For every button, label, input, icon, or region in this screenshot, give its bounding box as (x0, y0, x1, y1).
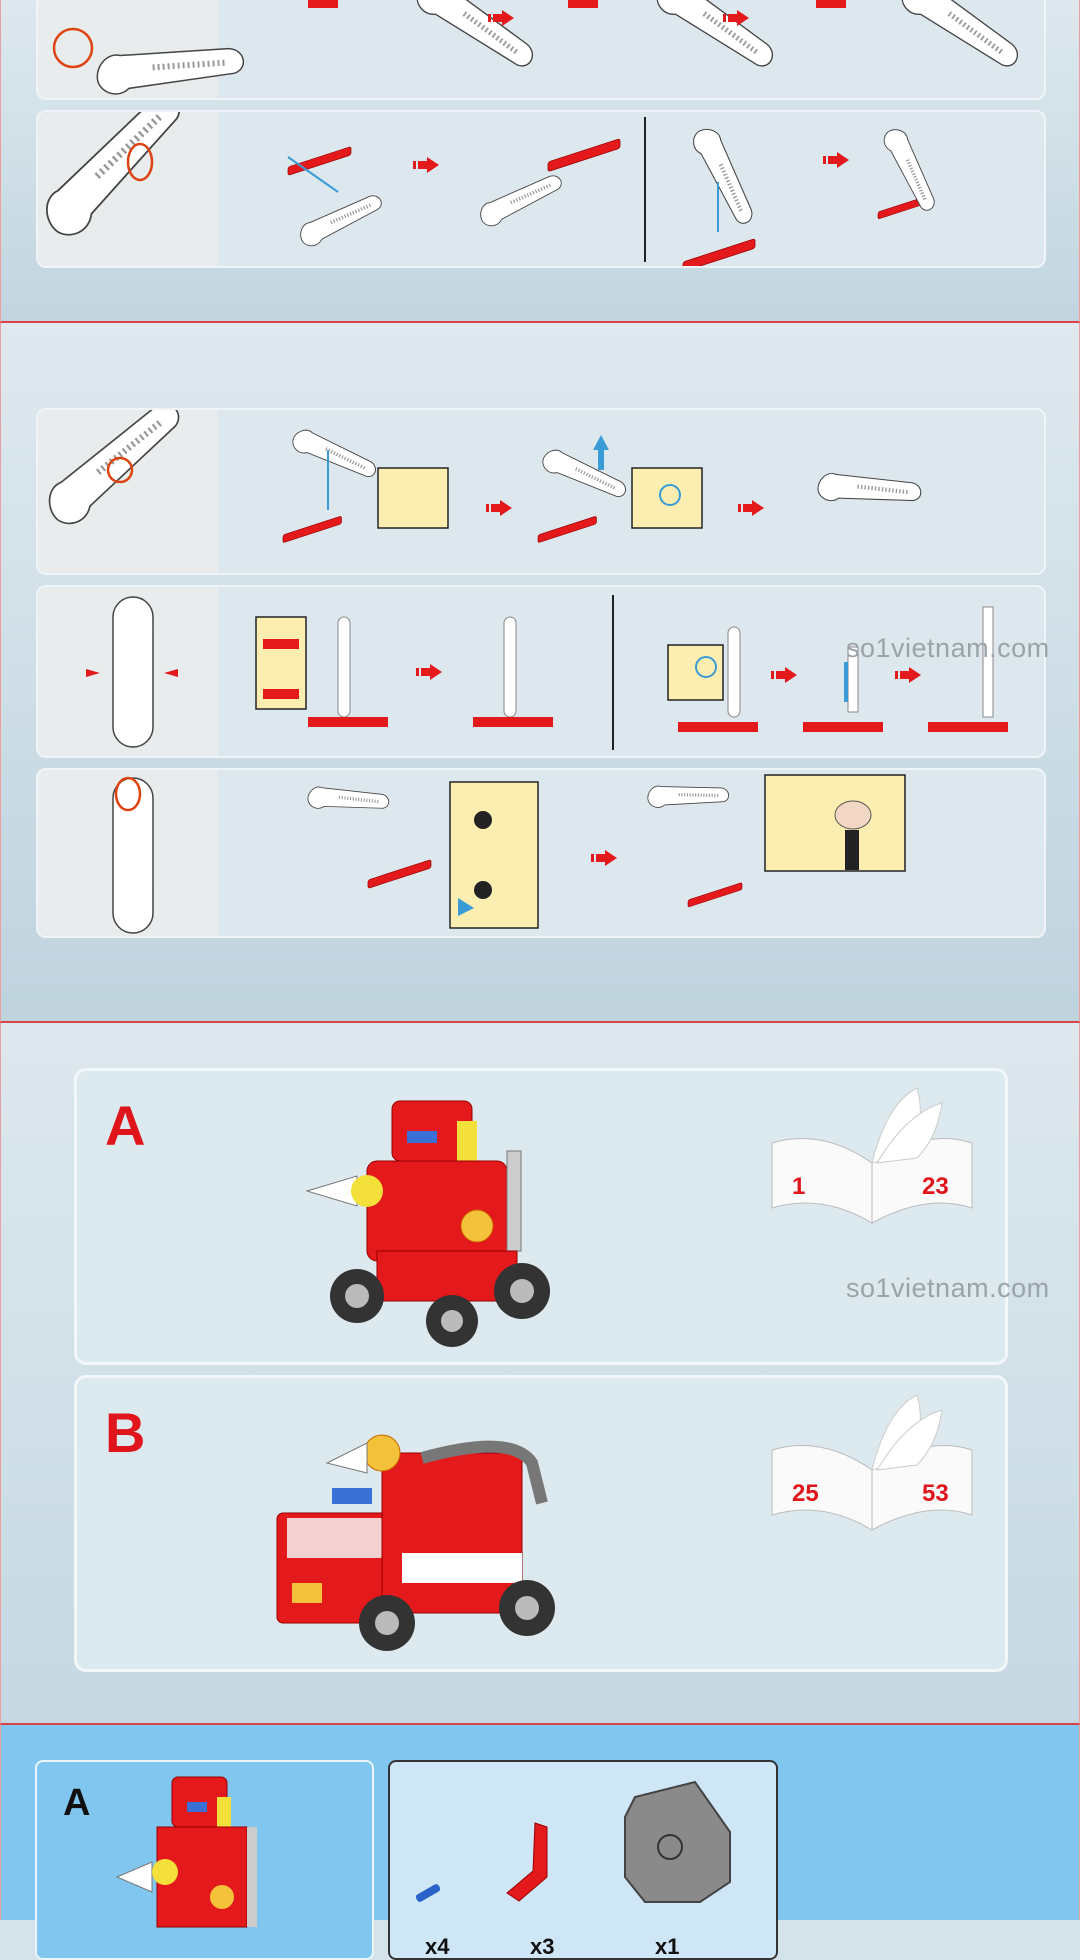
arrow-icon (486, 500, 512, 516)
model-letter: B (105, 1401, 146, 1464)
arrow-icon (738, 500, 764, 516)
parts-list-panel: x4 x3 x1 (388, 1760, 778, 1960)
manual-book-icon: 1 23 (767, 1083, 977, 1233)
model-letter: A (105, 1094, 146, 1157)
step-thumbnail (38, 770, 218, 936)
watermark: so1vietnam.com (846, 633, 1050, 663)
arrow-icon (895, 667, 921, 683)
book-start-page: 1 (792, 1173, 806, 1200)
instruction-section-1 (0, 0, 1080, 323)
step-illustration (302, 770, 906, 929)
watermark: so1vietnam.com (846, 1273, 1050, 1303)
step-panel (36, 0, 1046, 100)
model-letter: A (63, 1782, 91, 1824)
book-end-page: 23 (922, 1173, 949, 1200)
model-card-a[interactable]: A 1 23 (74, 1068, 1008, 1365)
models-section: A 1 23 so1vietnam.com B (0, 1023, 1080, 1725)
step-panel (36, 110, 1046, 268)
instruction-section-2: so1vietnam.com (0, 323, 1080, 1023)
step-illustration (255, 606, 1008, 732)
step-illustration (282, 410, 1046, 575)
red-l-beam-icon (506, 1822, 548, 1902)
step-thumbnail (38, 112, 218, 266)
step-illustration (308, 0, 1046, 100)
arrow-icon (416, 664, 442, 680)
model-a-preview: A (35, 1760, 374, 1960)
tool-icon (38, 410, 218, 575)
arrow-icon (771, 667, 797, 683)
fire-truck-model-image (276, 1434, 555, 1651)
grey-motor-icon (624, 1780, 731, 1903)
model-card-b[interactable]: B 25 53 (74, 1375, 1008, 1672)
divider (644, 117, 646, 262)
tool-icon (38, 112, 218, 268)
robot-model-image (115, 1776, 257, 1928)
book-start-page: 25 (792, 1480, 819, 1507)
part-quantity: x4 (425, 1934, 450, 1959)
step-panel (36, 408, 1046, 575)
part-quantity: x1 (655, 1934, 680, 1959)
part-quantity: x3 (530, 1934, 555, 1959)
arrow-icon (413, 157, 439, 173)
manual-book-icon: 25 53 (767, 1390, 977, 1540)
step-panel (36, 585, 1046, 758)
step-illustration (287, 112, 948, 266)
tool-icon (86, 596, 178, 748)
divider (612, 595, 614, 750)
book-end-page: 53 (922, 1480, 949, 1507)
step-panel (36, 768, 1046, 938)
step-thumbnail (38, 0, 218, 98)
arrow-icon (591, 850, 617, 866)
robot-model-image (305, 1100, 550, 1347)
step-thumbnail (38, 587, 218, 756)
blue-pin-icon (415, 1884, 441, 1902)
arrow-icon (823, 152, 849, 168)
tool-icon (52, 0, 218, 100)
step-thumbnail (38, 410, 218, 573)
tool-icon (112, 776, 154, 934)
